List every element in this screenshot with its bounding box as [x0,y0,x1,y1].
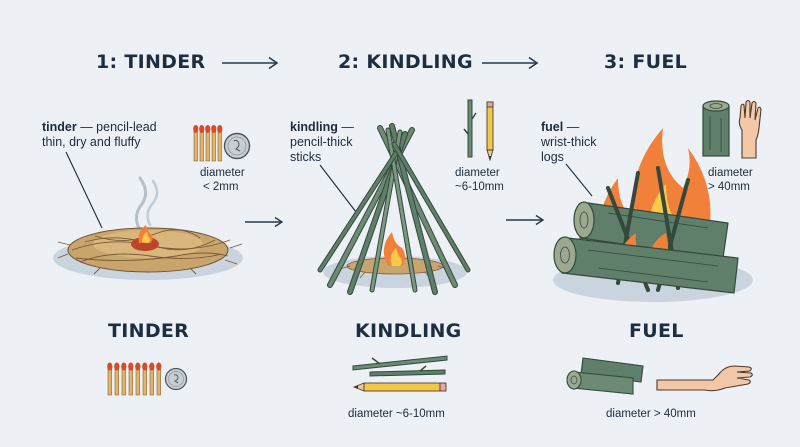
stick-icon [352,355,448,377]
kindling-label-line3: sticks [290,150,322,164]
log-icon [702,100,730,157]
pencil-icon [486,101,494,162]
fuel-label-rest: — [563,120,580,134]
step-title-tinder: 1: TINDER [96,51,206,73]
fuel-label-bold: fuel [541,120,564,134]
tinder-diameter-value: < 2mm [203,181,239,193]
matchstick-icon [193,125,223,162]
tinder-description: tinder — pencil-lead thin, dry and fluff… [42,120,192,150]
bottom-title-kindling: KINDLING [355,320,462,342]
kindling-teepee-illustration [317,123,471,295]
right-arrow-icon [222,56,279,70]
stick-icon [463,99,477,158]
step-title-fuel: 3: FUEL [604,51,688,73]
coin-icon [164,367,188,391]
right-arrow-icon [506,214,545,226]
right-arrow-icon [482,56,539,70]
fuel-label-line3: logs [541,150,564,164]
kindling-label-line2: pencil-thick [290,135,353,149]
kindling-label-rest: — [337,120,354,134]
hand-icon [738,99,762,159]
bottom-title-tinder: TINDER [108,320,190,342]
kindling-bottom-diameter: diameter ~6-10mm [348,408,445,420]
kindling-diameter: diameter ~6-10mm [455,166,504,194]
tinder-label-rest: — pencil-lead [76,120,157,134]
bottom-title-fuel: FUEL [629,320,684,342]
log-icon [566,357,644,395]
fuel-diameter: diameter > 40mm [708,166,753,194]
tinder-diameter-label: diameter [200,167,245,179]
step-title-kindling: 2: KINDLING [338,51,473,73]
kindling-diameter-label: diameter [455,167,500,179]
tinder-diameter: diameter < 2mm [200,166,245,194]
tinder-nest-illustration [53,176,243,280]
kindling-label-bold: kindling [290,120,338,134]
fuel-bottom-diameter: diameter > 40mm [606,408,696,420]
fuel-label-line2: wrist-thick [541,135,597,149]
right-arrow-icon [245,216,284,228]
tinder-label-line2: thin, dry and fluffy [42,135,141,149]
hand-icon [656,365,753,392]
fuel-description: fuel — wrist-thick logs [541,120,621,165]
fuel-fire-illustration [553,128,753,302]
fuel-diameter-value: > 40mm [708,181,750,193]
kindling-description: kindling — pencil-thick sticks [290,120,390,165]
fuel-diameter-label: diameter [708,167,753,179]
matchstick-icon [107,362,162,396]
kindling-diameter-value: ~6-10mm [455,181,504,193]
pencil-icon [352,382,447,392]
tinder-label-bold: tinder [42,120,77,134]
coin-icon [223,132,251,160]
